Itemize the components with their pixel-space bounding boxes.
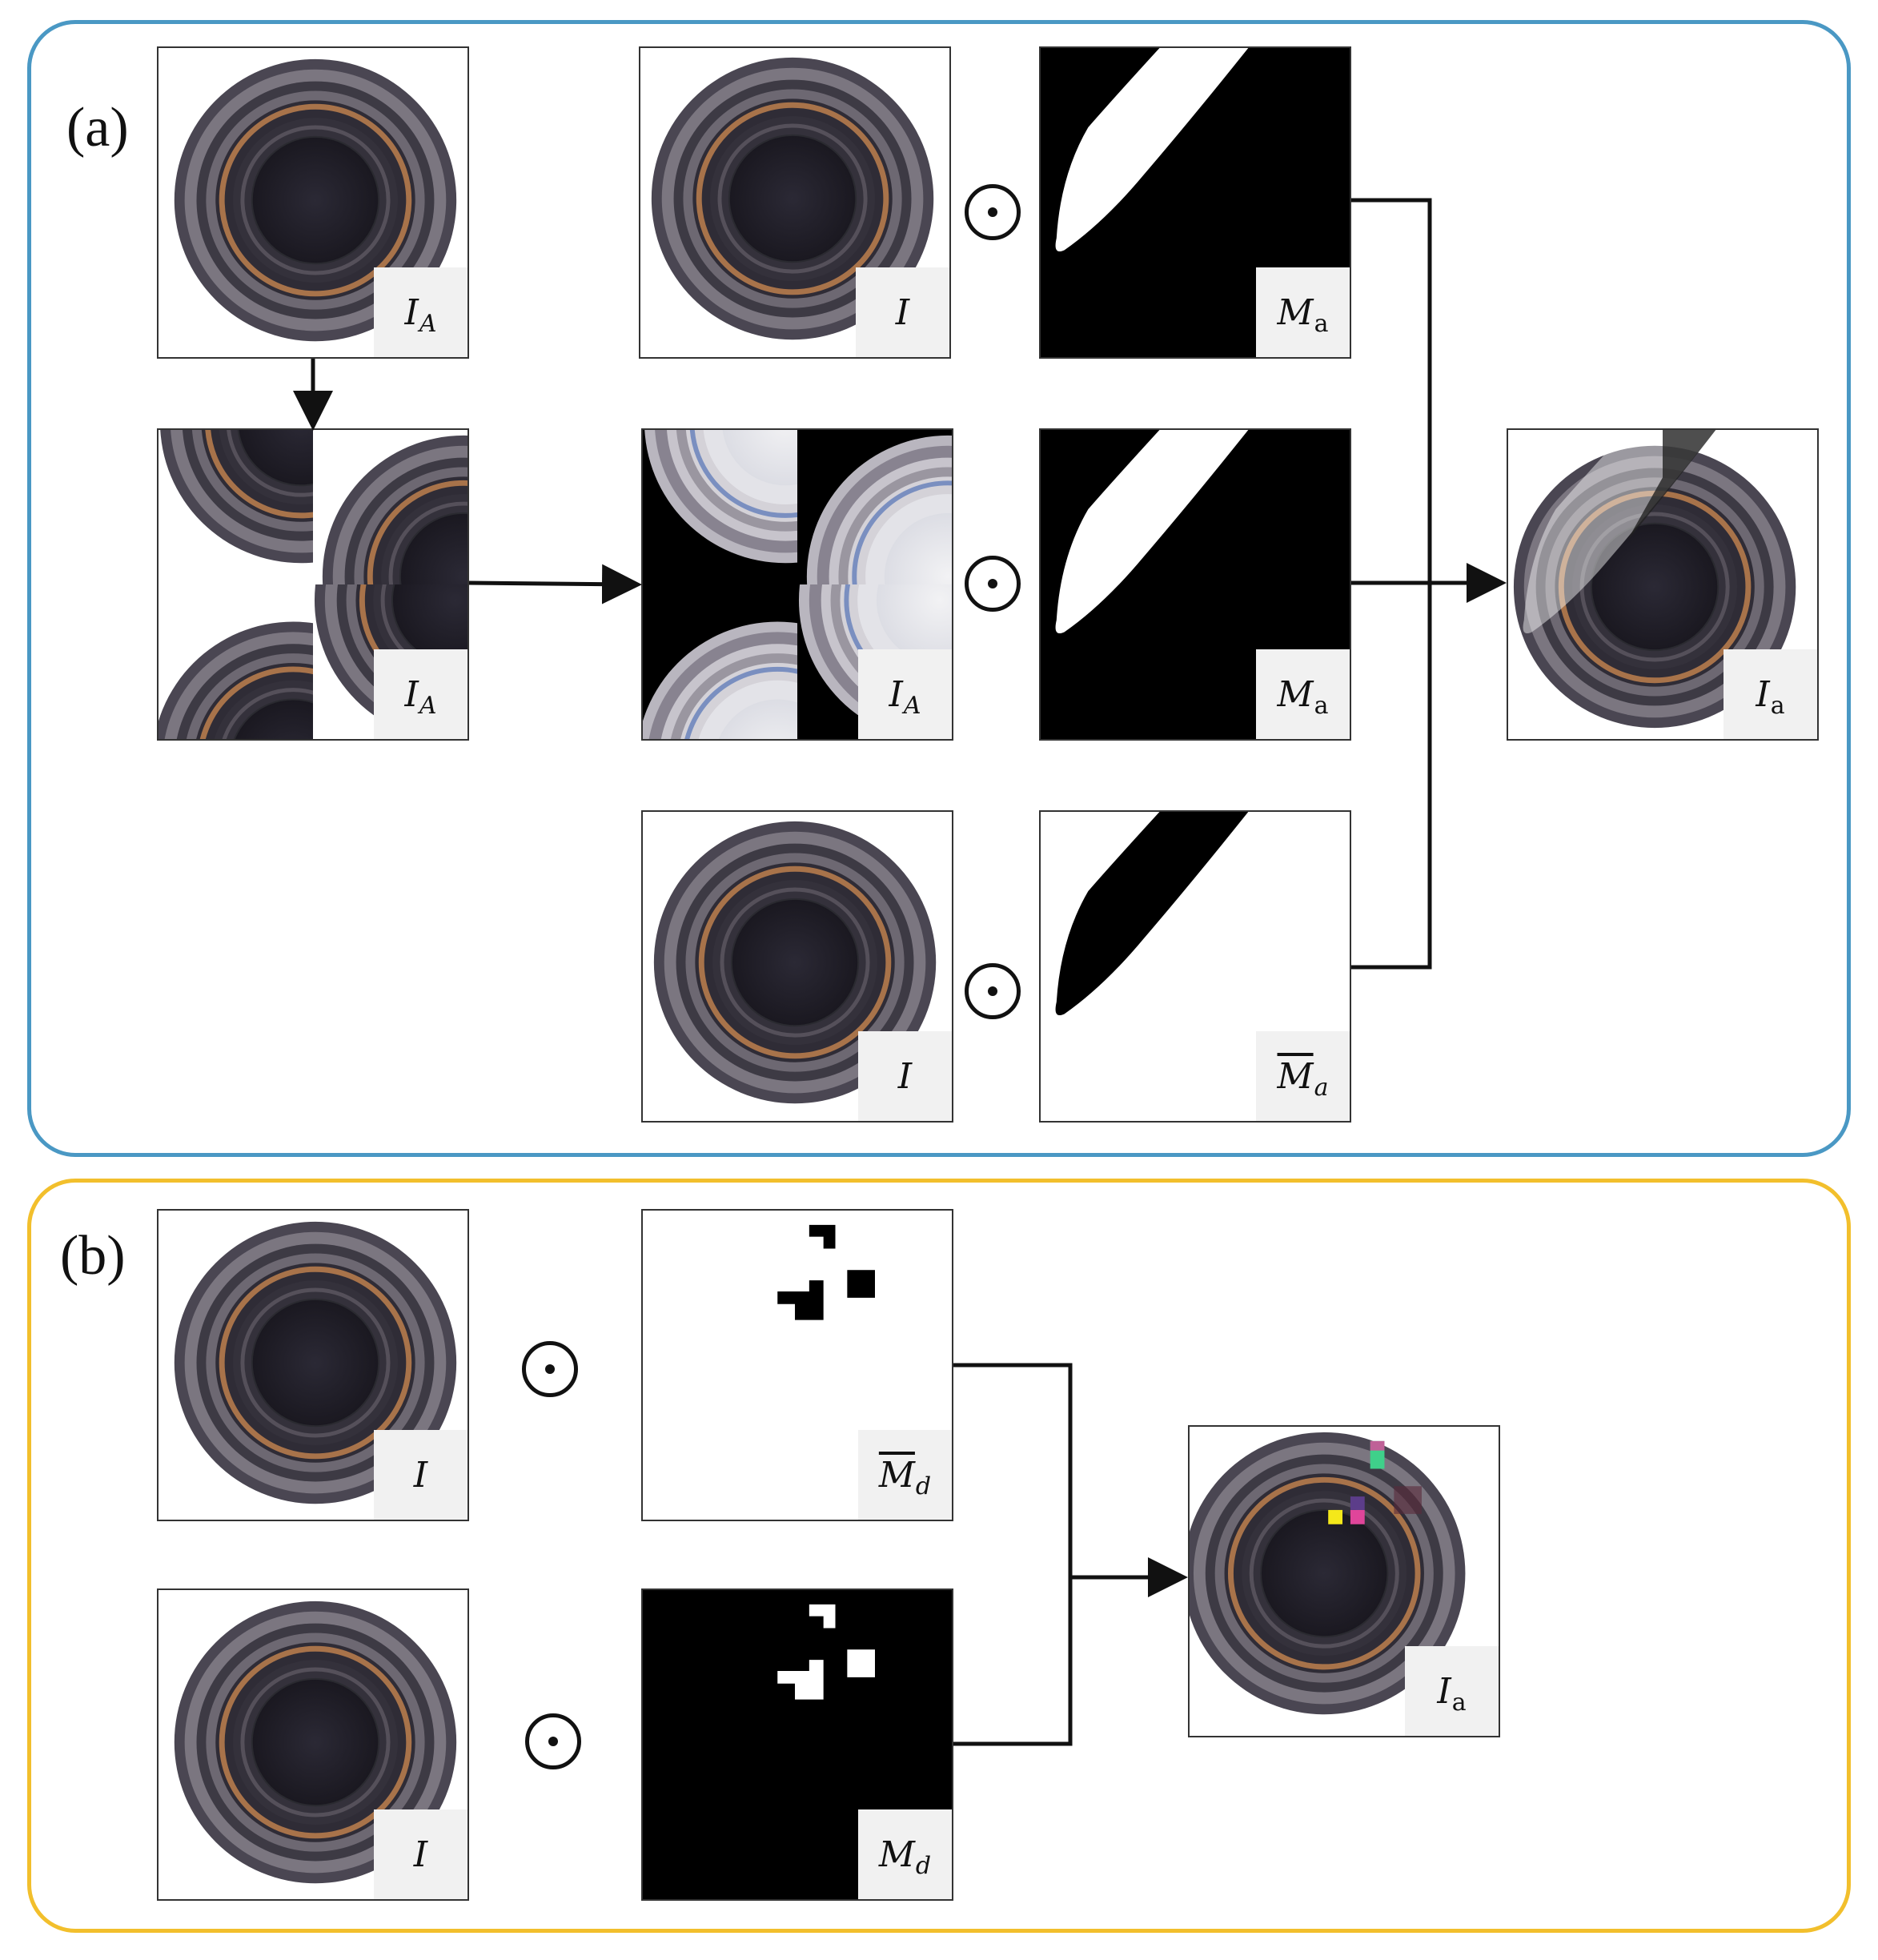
tile-b-i-bottom: I xyxy=(157,1588,469,1901)
panel-b-label: (b) xyxy=(60,1225,126,1287)
tag-b-i-top: I xyxy=(374,1430,467,1520)
hadamard-operator-icon xyxy=(965,184,1021,240)
tag-i-bottom: I xyxy=(858,1031,952,1121)
hadamard-operator-icon xyxy=(965,963,1021,1019)
tile-b-i-top: I xyxy=(157,1209,469,1521)
wire-combine-b xyxy=(953,1363,1073,1746)
hadamard-operator-icon xyxy=(525,1713,581,1769)
panel-a-label: (a) xyxy=(66,97,129,159)
arrow-shuffle-to-invert xyxy=(468,564,642,604)
tag-b-i-bottom: I xyxy=(374,1809,467,1899)
tile-i-top: I xyxy=(639,46,951,359)
tag-i-top: I xyxy=(856,267,949,357)
panel-a: (a) xyxy=(27,20,1851,1157)
panel-b: (b) xyxy=(27,1179,1851,1933)
hadamard-operator-icon xyxy=(522,1341,578,1397)
tile-i-bottom: I xyxy=(641,810,953,1123)
hadamard-operator-icon xyxy=(965,556,1021,612)
